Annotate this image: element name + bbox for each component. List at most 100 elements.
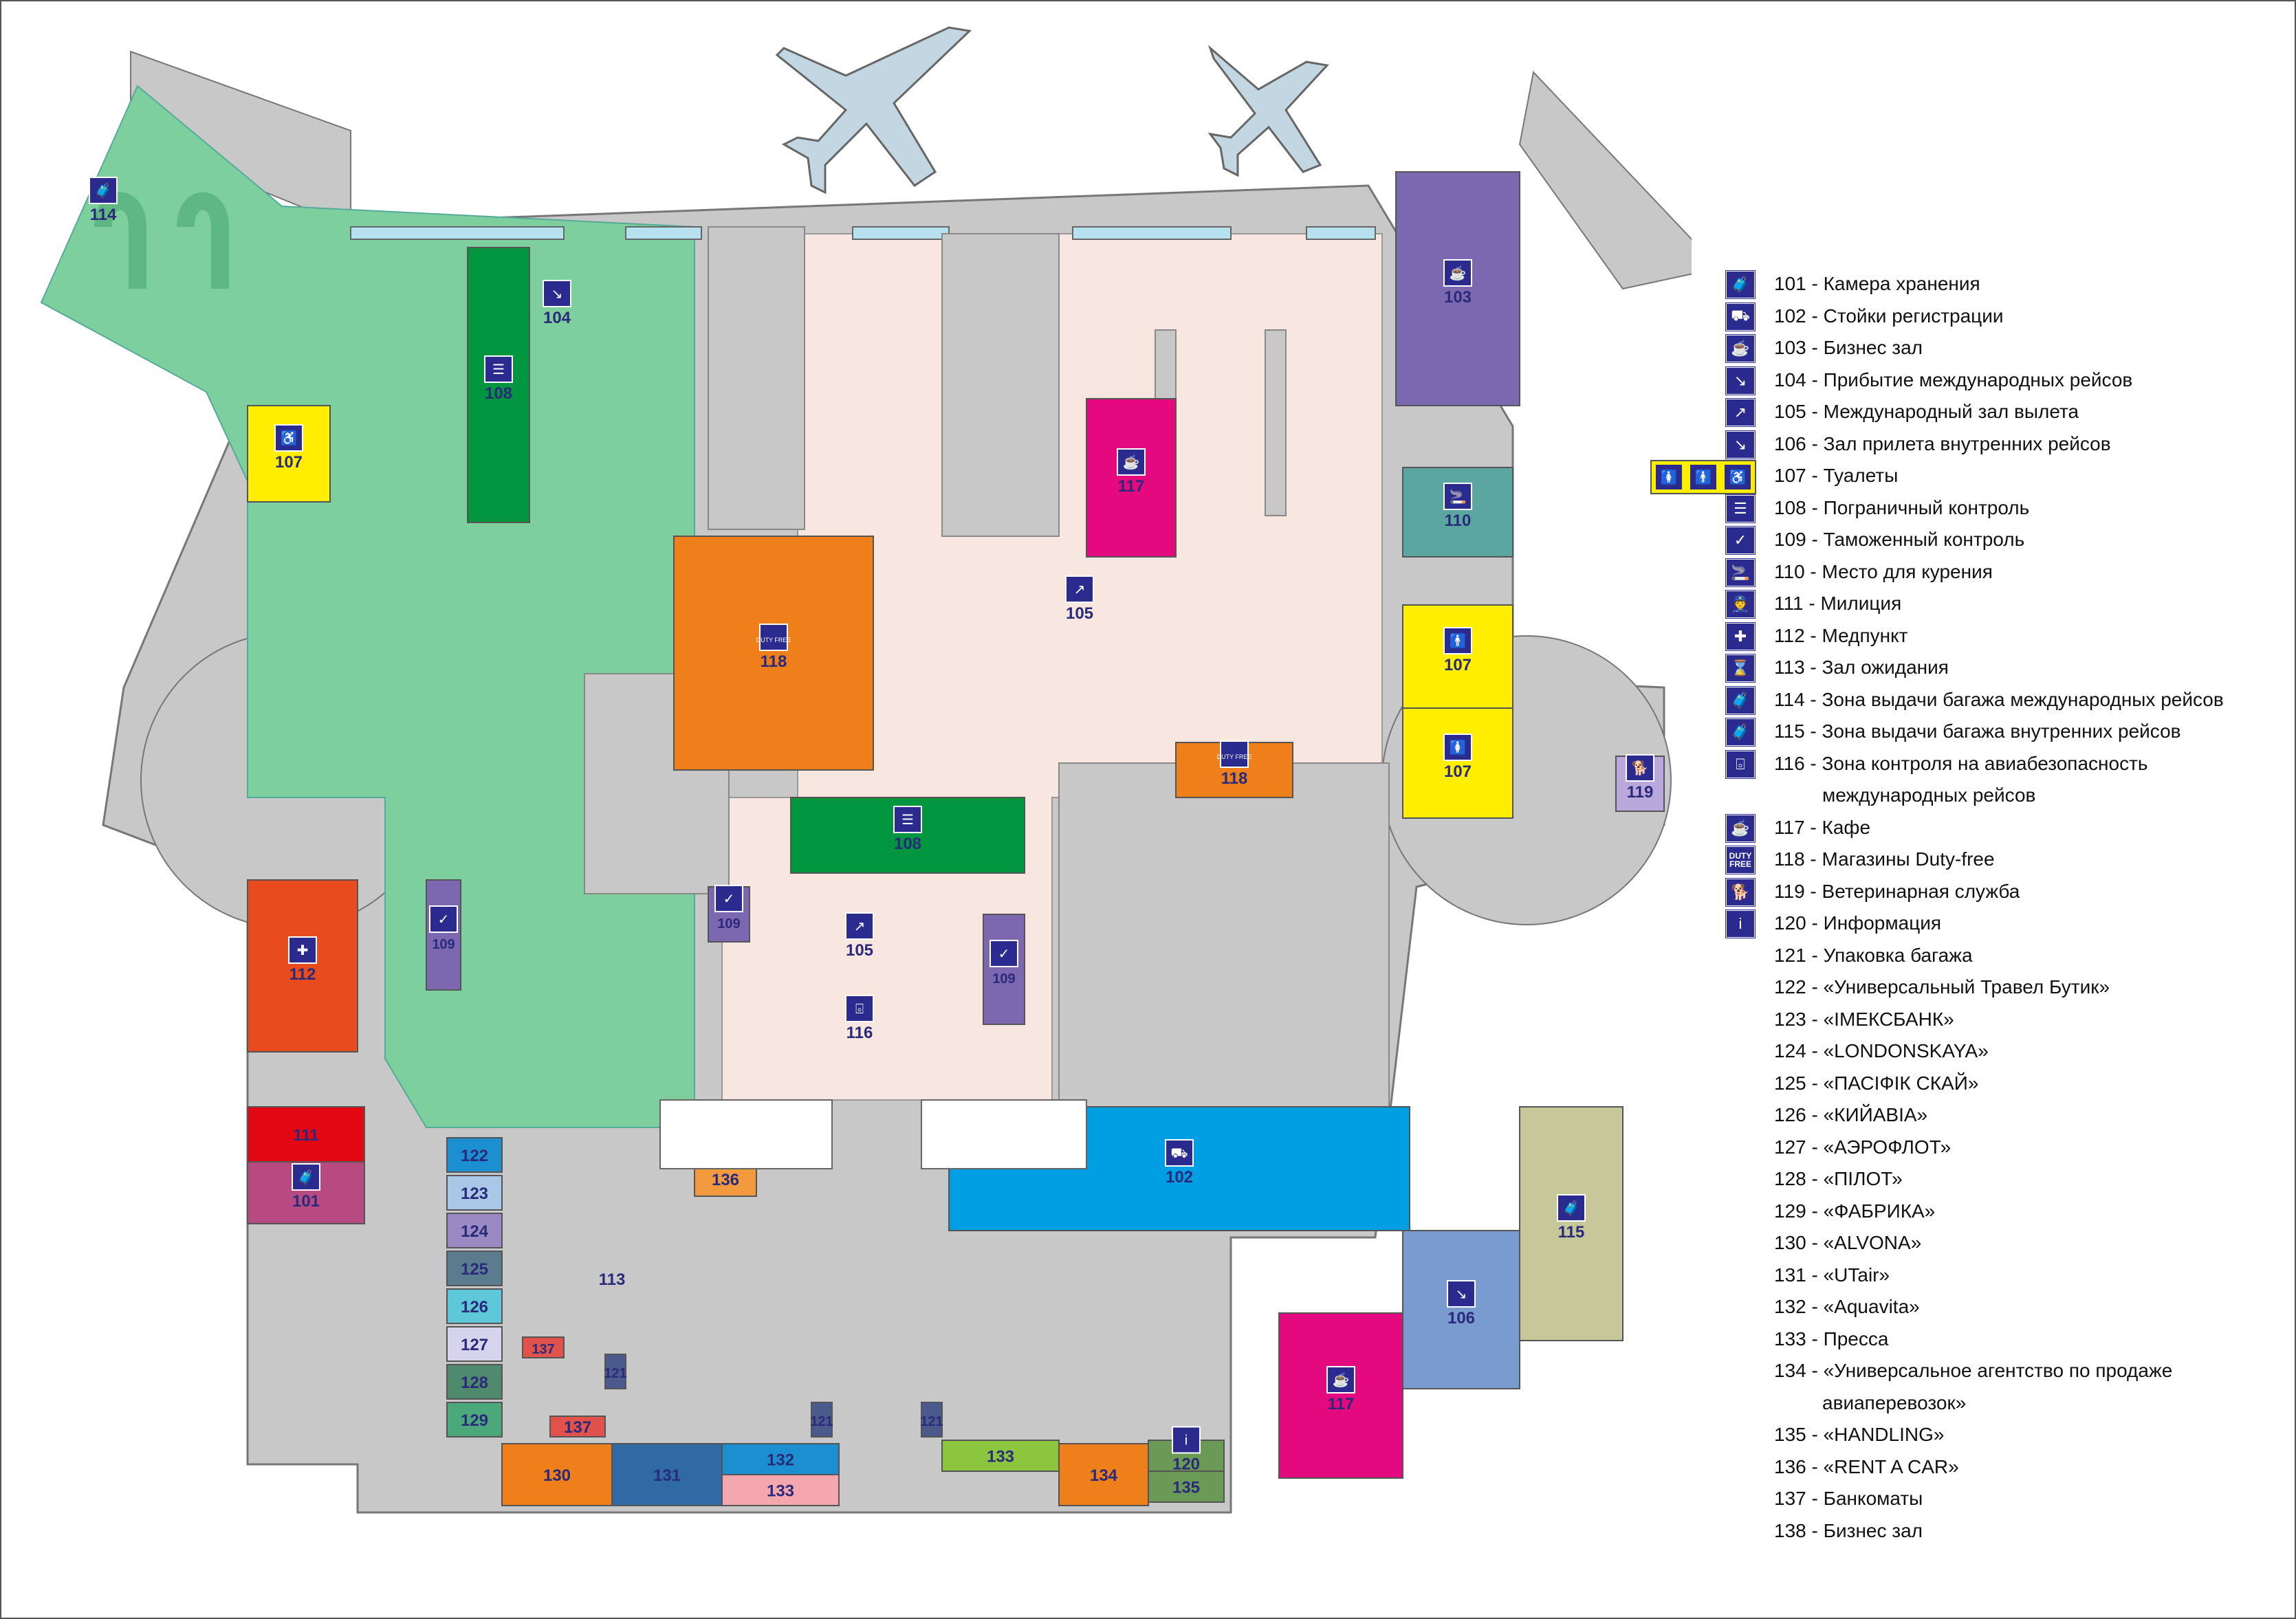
room-124 [446, 1213, 503, 1248]
duty-free-icon-glyph: DUTY FREE [756, 637, 791, 643]
room-125 [446, 1251, 503, 1286]
room-label-121b: 121 [810, 1414, 833, 1429]
legend-item: 137 - Банкоматы [1726, 1483, 2276, 1515]
duty-free-icon [1220, 740, 1249, 768]
room-label-133b: 133 [987, 1448, 1014, 1466]
legend-text: 128 - «ПІЛОТ» [1774, 1168, 1903, 1190]
customs-icon [714, 885, 743, 912]
room-label-124: 124 [461, 1222, 489, 1241]
room-121b [811, 1402, 833, 1438]
vet-icon: 🐕 [1726, 878, 1755, 906]
room-label-137b: 137 [564, 1418, 591, 1437]
airplane-icon [1207, 45, 1329, 177]
legend-item: ↘ 106 - Зал прилета внутренних рейсов [1726, 428, 2276, 461]
room-label-132: 132 [767, 1451, 794, 1470]
room-label-126: 126 [461, 1298, 488, 1317]
legend-text: 112 - Медпункт [1774, 624, 1908, 646]
room-137a [522, 1336, 565, 1358]
legend-item: 125 - «ПАСІФІК СКАЙ» [1726, 1068, 2276, 1100]
legend-item: 🚺🚹♿107 - Туалеты [1650, 460, 2276, 494]
legend-text: 123 - «IMEКСБАНК» [1774, 1008, 1954, 1030]
legend-item: ⌛113 - Зал ожидания [1726, 652, 2276, 684]
baggage-claim-icon-glyph: 🧳 [1563, 1200, 1580, 1216]
room-label-104: 104 [543, 309, 571, 327]
first-aid-icon [288, 936, 317, 964]
room-label-110: 110 [1445, 511, 1472, 530]
legend-item: ⌻116 - Зона контроля на авиабезопасность [1726, 748, 2276, 780]
check-in-icon [1165, 1139, 1194, 1167]
room-label-135: 135 [1172, 1479, 1200, 1497]
toilet-sign-icon: 🚺 [1656, 465, 1682, 489]
legend-item: 🚬110 - Место для курения [1726, 556, 2276, 588]
room-132 [721, 1443, 840, 1475]
legend-text: 126 - «КИЙAВIA» [1774, 1104, 1928, 1126]
legend-text: 116 - Зона контроля на авиабезопасность [1774, 752, 2148, 774]
room-label-107a: 107 [275, 453, 303, 472]
legend-text: 107 - Туалеты [1774, 465, 1899, 487]
legend-text: 106 - Зал прилета внутренних рейсов [1774, 432, 2111, 454]
room-107e [1402, 707, 1513, 819]
legend-item: ✓109 - Таможенный контроль [1726, 524, 2276, 556]
room-label-107d: 107 [1444, 656, 1472, 674]
duty-free-icon [759, 624, 788, 651]
room-127 [446, 1326, 503, 1362]
arrival-icon-glyph: ↘ [551, 287, 563, 302]
legend-item: 122 - «Универсальный Травел Бутик» [1726, 971, 2276, 1004]
room-label-109b: 109 [717, 916, 740, 932]
stairs [659, 1099, 1087, 1169]
legend-item: ⛟102 - Стойки регистрации [1726, 300, 2276, 333]
legend-text: международных рейсов [1822, 784, 2036, 806]
room-108a [467, 247, 530, 523]
departure-icon: ↗ [1726, 399, 1755, 426]
room-label-115: 115 [1558, 1223, 1585, 1242]
legend-text: авиаперевозок» [1822, 1391, 1967, 1413]
passport-control-icon [893, 806, 922, 833]
luggage-storage-icon-glyph: 🧳 [298, 1169, 315, 1185]
legend-item: 👮111 - Милиция [1726, 588, 2276, 620]
legend-item: 🧳101 - Камера хранения [1726, 268, 2276, 300]
toilet-woman-icon [1443, 734, 1472, 761]
legend-text: 122 - «Универсальный Травел Бутик» [1774, 976, 2110, 998]
customs-icon [429, 905, 458, 933]
legend-text: 130 - «ALVONA» [1774, 1232, 1922, 1254]
legend-text: 118 - Магазины Duty-free [1774, 848, 1995, 870]
arrival-icon: ↘ [1726, 430, 1755, 459]
vet-icon-glyph: 🐕 [1632, 760, 1649, 776]
room-label-134: 134 [1090, 1466, 1118, 1485]
legend-text: 110 - Место для курения [1774, 560, 1993, 582]
legend-text: 102 - Стойки регистрации [1774, 305, 2004, 327]
room-label-119: 119 [1627, 783, 1654, 802]
arrival-icon [1447, 1280, 1476, 1308]
waiting-hall-icon: ⌛ [1726, 654, 1755, 682]
legend-item: 128 - «ПІЛОТ» [1726, 1163, 2276, 1196]
room-label-127: 127 [461, 1336, 488, 1354]
legend-text: 117 - Кафе [1774, 816, 1871, 838]
room-label-118b: 118 [1221, 769, 1248, 788]
room-109c [983, 914, 1025, 1025]
room-118a [673, 536, 874, 771]
legend-text: 134 - «Универсальное агентство по продаж… [1774, 1360, 2173, 1382]
room-131 [611, 1443, 723, 1506]
room-122 [446, 1137, 503, 1173]
legend-text: 101 - Камера хранения [1774, 273, 1980, 295]
room-label-108a: 108 [485, 384, 512, 403]
legend-text: 132 - «Aquavita» [1774, 1296, 1920, 1318]
info-icon [1172, 1426, 1201, 1454]
toilet-man-icon [1443, 627, 1472, 654]
customs-icon-glyph: ✓ [438, 912, 450, 927]
room-label-122: 122 [461, 1147, 488, 1165]
smoking-icon-glyph: 🚬 [1450, 488, 1467, 505]
room-123 [446, 1175, 503, 1211]
legend-text: 111 - Милиция [1774, 593, 1902, 615]
cafe-icon [1326, 1366, 1355, 1394]
legend-item: ✚112 - Медпункт [1726, 620, 2276, 652]
room-128 [446, 1364, 503, 1400]
room-137b [549, 1416, 606, 1438]
legend-text: 104 - Прибытие международных рейсов [1774, 368, 2133, 390]
room-112 [247, 879, 358, 1053]
legend-item: 123 - «IMEКСБАНК» [1726, 1004, 2276, 1036]
room-107a [247, 405, 331, 503]
legend-text: 103 - Бизнес зал [1774, 337, 1923, 359]
legend-item: 130 - «ALVONA» [1726, 1227, 2276, 1259]
